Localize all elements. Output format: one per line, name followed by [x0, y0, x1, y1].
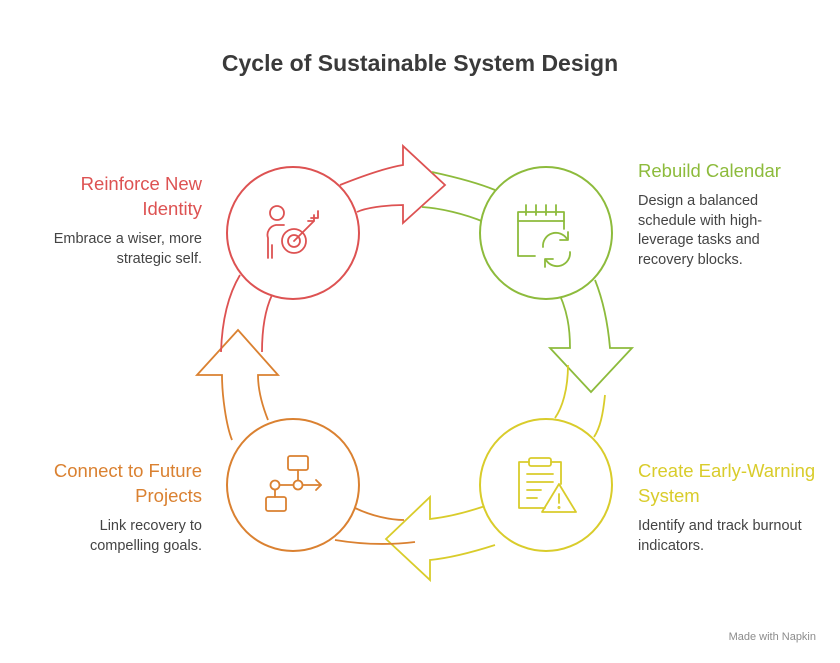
flowchart-icon	[265, 455, 322, 512]
stage-description-warning: Identify and track burnout indicators.	[638, 518, 802, 554]
napkin-watermark[interactable]: Made with Napkin	[728, 631, 816, 643]
stage-description-connect: Link recovery to compelling goals.	[89, 518, 202, 554]
stage-circle-rebuild	[479, 166, 613, 300]
arc-orange-to-red	[194, 328, 281, 441]
arc-green-to-yellow	[547, 279, 635, 394]
stage-circle-warning	[479, 418, 613, 552]
stage-description-reinforce: Embrace a wiser, more strategic self.	[53, 231, 202, 267]
clipboard-warning-icon	[518, 457, 577, 513]
arc-red-to-green	[339, 143, 447, 226]
arc-red-left	[220, 274, 273, 353]
arc-yellow-right	[554, 364, 606, 438]
arc-yellow-to-orange	[384, 494, 496, 583]
stage-heading-rebuild: Rebuild Calendar	[638, 160, 781, 181]
calendar-refresh-icon	[517, 204, 571, 268]
stage-circle-reinforce	[226, 166, 360, 300]
stage-heading-reinforce: Reinforce New Identity	[80, 173, 202, 219]
person-target-icon	[266, 205, 319, 259]
arc-green-top	[421, 171, 496, 223]
stage-description-rebuild: Design a balanced schedule with high-lev…	[638, 193, 763, 268]
stage-heading-connect: Connect to Future Projects	[53, 460, 202, 506]
diagram-title: Cycle of Sustainable System Design	[221, 50, 619, 76]
arc-orange-bottom	[334, 507, 416, 545]
stage-heading-warning: Create Early-Warning System	[638, 460, 816, 506]
